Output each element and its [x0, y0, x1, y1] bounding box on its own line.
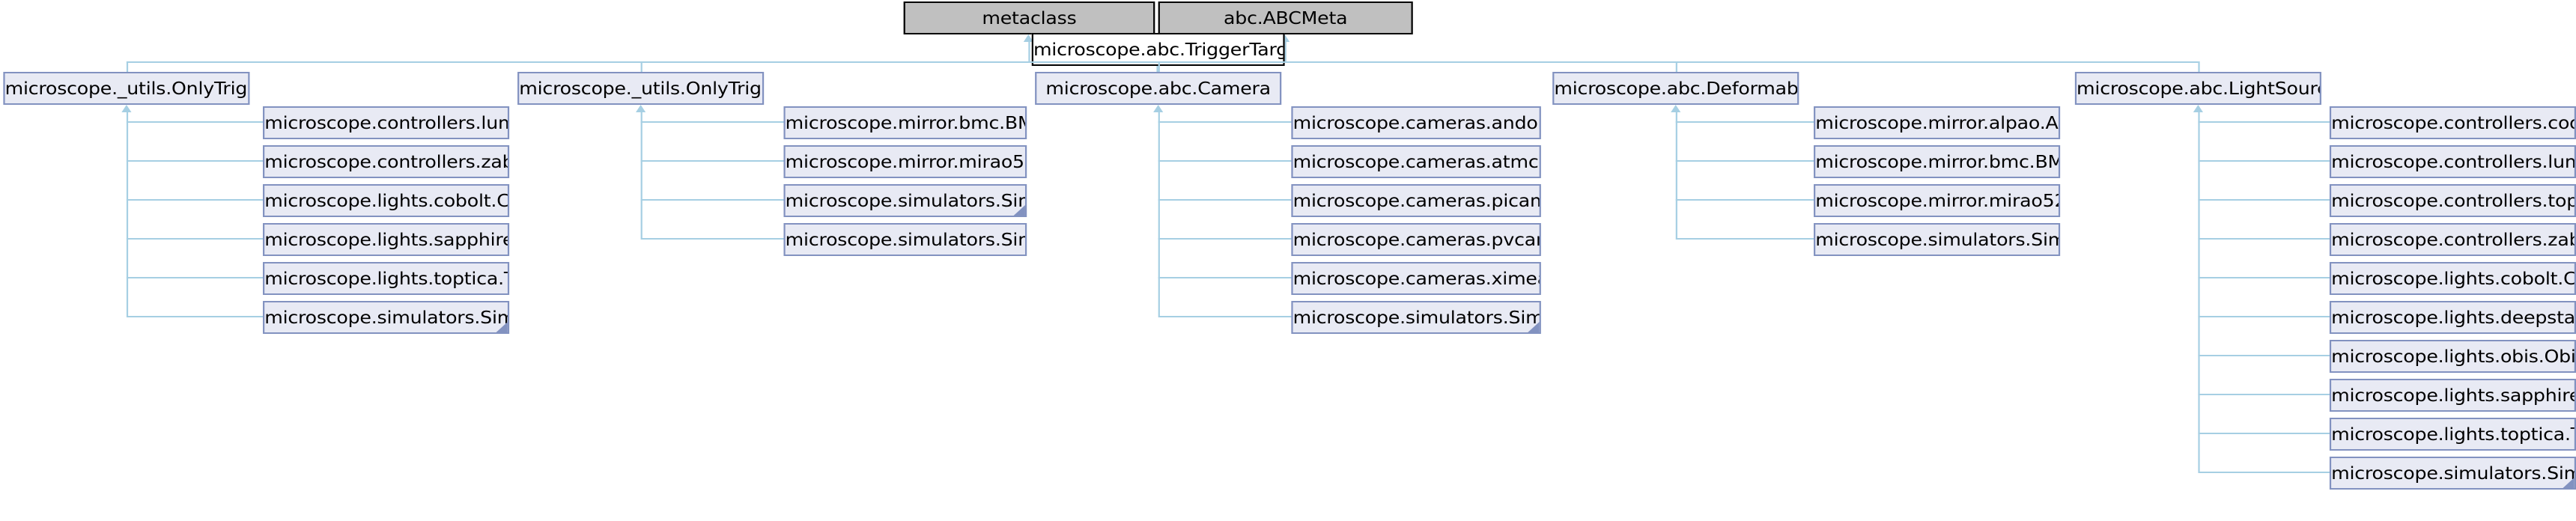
edge-g0-c1 [126, 160, 265, 162]
class-node-g4-c5[interactable]: microscope.lights.deepstar.DeepstarLaser [2329, 301, 2576, 334]
edge-g4-c4 [2198, 277, 2332, 278]
edge-g0-c2 [126, 199, 265, 201]
edge-root-down [1156, 66, 1158, 73]
class-node-g3-c3[interactable]: microscope.simulators.SimulatedDeformabl… [1814, 223, 2061, 256]
edge-g4-c2 [2198, 199, 2332, 201]
arrowhead-group-0 [121, 105, 132, 112]
arrowhead-group-4 [2193, 105, 2203, 112]
group-parent-1[interactable]: microscope._utils.OnlyTriggersOnceOnSoft… [517, 72, 765, 105]
edge-g0-c0 [126, 121, 265, 123]
edge-g2-c0 [1158, 121, 1293, 123]
class-node-g4-c2[interactable]: microscope.controllers.toptica._iChromeL… [2329, 184, 2576, 217]
arrowhead-group-3 [1671, 105, 1681, 112]
edge-g2-c5 [1158, 316, 1293, 317]
edge-group-3-trunk [1675, 112, 1677, 238]
class-node-g1-c0[interactable]: microscope.mirror.bmc.BMCDeformableMirro… [783, 106, 1027, 139]
group-parent-3[interactable]: microscope.abc.DeformableMirror [1552, 72, 1799, 105]
class-node-g2-c1[interactable]: microscope.cameras.atmcd.AndorAtmcd [1291, 145, 1541, 178]
edge-g4-c3 [2198, 238, 2332, 240]
edge-group-2-down [1158, 61, 1160, 73]
edge-g2-c1 [1158, 160, 1293, 162]
edge-g4-c1 [2198, 160, 2332, 162]
edge-g2-c3 [1158, 238, 1293, 240]
edge-g1-c3 [640, 238, 786, 240]
class-node-g1-c2[interactable]: microscope.simulators.SimulatedCamera [783, 184, 1027, 217]
metaclass-node-0[interactable]: metaclass [903, 1, 1155, 34]
class-node-g0-c4[interactable]: microscope.lights.toptica.TopticaiBeam [263, 262, 510, 295]
arrowhead-group-2 [1153, 105, 1164, 112]
class-node-g4-c7[interactable]: microscope.lights.sapphire.SapphireLaser [2329, 379, 2576, 412]
edge-g1-c2 [640, 199, 786, 201]
class-node-g3-c1[interactable]: microscope.mirror.bmc.BMCDeformableMirro… [1814, 145, 2061, 178]
class-node-g2-c0[interactable]: microscope.cameras.andorsdk3.AndorSDK3 [1291, 106, 1541, 139]
arrowhead-group-1 [636, 105, 646, 112]
class-node-g4-c4[interactable]: microscope.lights.cobolt.CoboltLaser [2329, 262, 2576, 295]
edge-g4-c9 [2198, 472, 2332, 473]
edge-metaclass-0-down [1028, 42, 1030, 61]
edge-group-3-down [1675, 61, 1677, 73]
edge-metaclass-1-down [1284, 42, 1287, 61]
edge-g3-c2 [1675, 199, 1816, 201]
edge-g2-c2 [1158, 199, 1293, 201]
class-node-g2-c4[interactable]: microscope.cameras.ximea.XimeaCamera [1291, 262, 1541, 295]
class-node-g1-c3[interactable]: microscope.simulators.SimulatedDeformabl… [783, 223, 1027, 256]
group-parent-4[interactable]: microscope.abc.LightSource [2074, 72, 2321, 105]
edge-g4-c6 [2198, 355, 2332, 356]
edge-g1-c0 [640, 121, 786, 123]
arrowhead-metaclass-1 [1280, 34, 1290, 42]
edge-group-bus [126, 61, 2199, 63]
edge-group-1-trunk [640, 112, 643, 238]
metaclass-node-1[interactable]: abc.ABCMeta [1158, 1, 1413, 34]
class-node-g3-c2[interactable]: microscope.mirror.mirao52e.Mirao52e [1814, 184, 2061, 217]
class-node-g4-c8[interactable]: microscope.lights.toptica.TopticaiBeam [2329, 418, 2576, 451]
arrowhead-metaclass-0 [1023, 34, 1033, 42]
edge-g3-c1 [1675, 160, 1816, 162]
class-node-g4-c3[interactable]: microscope.controllers.zaber._ZaberLED [2329, 223, 2576, 256]
class-node-g2-c5[interactable]: microscope.simulators.SimulatedCamera [1291, 301, 1541, 334]
edge-g1-c1 [640, 160, 786, 162]
edge-group-4-down [2198, 61, 2200, 73]
class-node-g4-c6[interactable]: microscope.lights.obis.ObisLaser [2329, 340, 2576, 373]
group-parent-2[interactable]: microscope.abc.Camera [1035, 72, 1282, 105]
class-node-g3-c0[interactable]: microscope.mirror.alpao.AlpaoDeformableM… [1814, 106, 2061, 139]
edge-g4-c5 [2198, 316, 2332, 317]
class-node-g4-c1[interactable]: microscope.controllers.lumencor._Spectra… [2329, 145, 2576, 178]
edge-g0-c4 [126, 277, 265, 278]
class-node-g0-c2[interactable]: microscope.lights.cobolt.CoboltLaser [263, 184, 510, 217]
class-node-g4-c9[interactable]: microscope.simulators.SimulatedLightSour… [2329, 457, 2576, 490]
edge-group-0-down [126, 61, 129, 73]
edge-g4-c8 [2198, 433, 2332, 434]
edge-g4-c7 [2198, 394, 2332, 395]
edge-group-2-trunk [1158, 112, 1160, 316]
class-node-g1-c1[interactable]: microscope.mirror.mirao52e.Mirao52e [783, 145, 1027, 178]
edge-g4-c0 [2198, 121, 2332, 123]
edge-g0-c5 [126, 316, 265, 317]
class-node-g0-c0[interactable]: microscope.controllers.lumencor._Spectra… [263, 106, 510, 139]
edge-g3-c3 [1675, 238, 1816, 240]
edge-group-0-trunk [126, 112, 129, 316]
class-node-g4-c0[interactable]: microscope.controllers.coolled._CoolLEDC… [2329, 106, 2576, 139]
class-node-g0-c3[interactable]: microscope.lights.sapphire.SapphireLaser [263, 223, 510, 256]
class-node-g2-c2[interactable]: microscope.cameras.picam.PiCamera [1291, 184, 1541, 217]
class-node-g0-c5[interactable]: microscope.simulators.SimulatedLightSour… [263, 301, 510, 334]
edge-group-1-down [640, 61, 643, 73]
edge-g0-c3 [126, 238, 265, 240]
edge-g2-c4 [1158, 277, 1293, 278]
edge-g3-c0 [1675, 121, 1816, 123]
edge-group-4-trunk [2198, 112, 2200, 472]
group-parent-0[interactable]: microscope._utils.OnlyTriggersBulbOnSoft… [3, 72, 250, 105]
class-node-g0-c1[interactable]: microscope.controllers.zaber._ZaberLED [263, 145, 510, 178]
